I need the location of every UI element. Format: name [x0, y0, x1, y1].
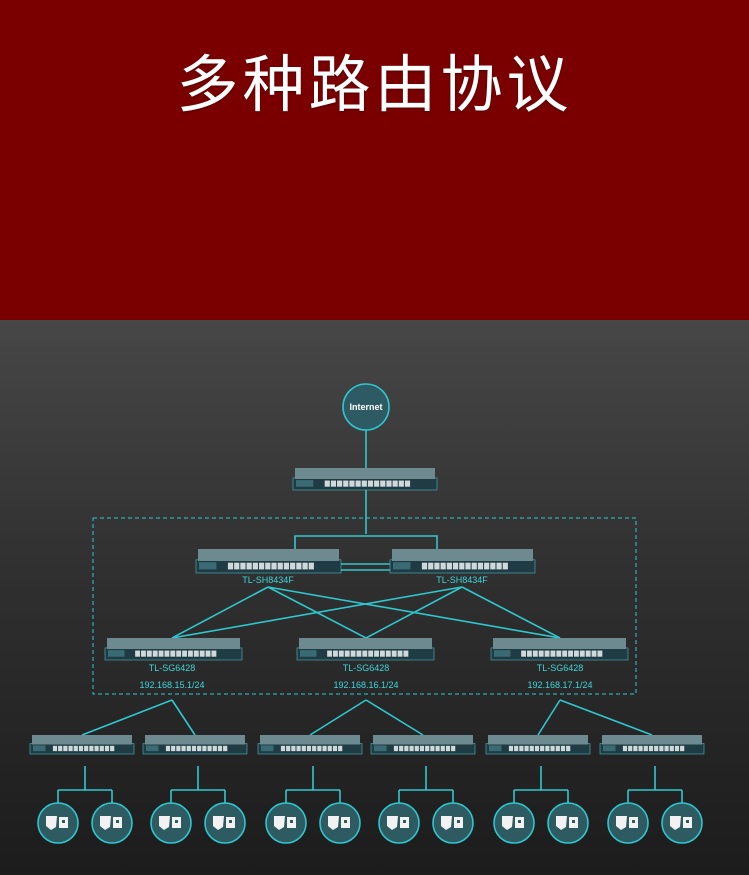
aggregation-switch-ip: 192.168.15.1/24 — [139, 680, 204, 690]
link-core2-agg1 — [171, 586, 463, 639]
link-agg1-acc-b — [171, 699, 196, 736]
access-switch-4 — [370, 735, 476, 755]
link-agg3-acc-b — [559, 699, 653, 736]
access-switch-6 — [599, 735, 705, 755]
link-core2-agg2 — [365, 586, 463, 639]
core-aggregation-area — [92, 517, 637, 695]
aggregation-switch-2 — [296, 638, 435, 661]
camera-icon — [150, 802, 192, 844]
aggregation-switch-1 — [104, 638, 243, 661]
camera-icon — [37, 802, 79, 844]
camera-icon — [91, 802, 133, 844]
camera-icon — [204, 802, 246, 844]
aggregation-switch-3 — [490, 638, 629, 661]
camera-icon — [493, 802, 535, 844]
link-core1-agg1 — [171, 586, 269, 639]
link-router-to-cores — [294, 535, 438, 549]
camera-icon — [607, 802, 649, 844]
page-title: 多种路由协议 — [176, 48, 573, 121]
core-switch-2 — [389, 549, 536, 574]
router-device — [292, 468, 438, 491]
title-banner: 多种路由协议 — [0, 0, 749, 320]
access-switch-1 — [29, 735, 135, 755]
core-switch-label: TL-SH8434F — [436, 575, 488, 585]
link-agg2-acc-b — [365, 699, 424, 736]
aggregation-switch-ip: 192.168.17.1/24 — [527, 680, 592, 690]
internet-label: Internet — [349, 402, 382, 412]
camera-icon — [378, 802, 420, 844]
camera-icon — [319, 802, 361, 844]
core-switch-1 — [195, 549, 342, 574]
aggregation-switch-label: TL-SG6428 — [149, 663, 196, 673]
core-switch-label: TL-SH8434F — [242, 575, 294, 585]
aggregation-switch-label: TL-SG6428 — [343, 663, 390, 673]
camera-icon — [547, 802, 589, 844]
access-switch-5 — [485, 735, 591, 755]
link-core2-agg3 — [461, 586, 561, 639]
link-agg3-acc-a — [537, 699, 561, 736]
link-agg2-acc-a — [309, 699, 367, 736]
camera-icon — [661, 802, 703, 844]
internet-node: Internet — [342, 383, 390, 431]
access-switch-2 — [142, 735, 248, 755]
camera-icon — [432, 802, 474, 844]
aggregation-switch-label: TL-SG6428 — [537, 663, 584, 673]
link-agg1-acc-a — [81, 699, 173, 736]
aggregation-switch-ip: 192.168.16.1/24 — [333, 680, 398, 690]
camera-icon — [265, 802, 307, 844]
access-switch-3 — [257, 735, 363, 755]
